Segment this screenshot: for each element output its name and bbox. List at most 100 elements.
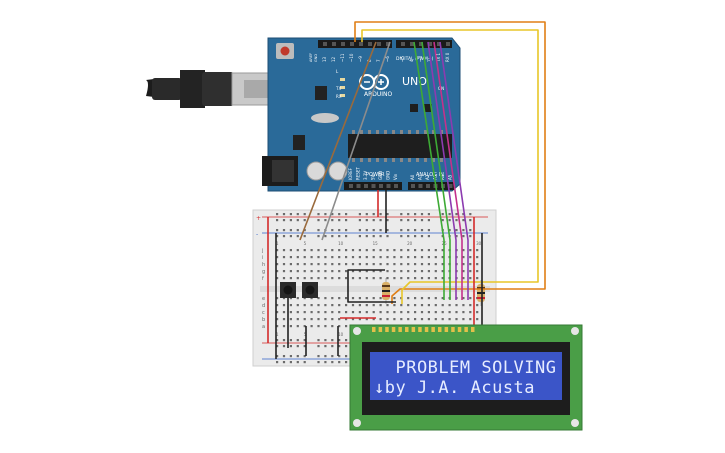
terminal-hole — [427, 270, 430, 273]
rail-hole — [303, 339, 306, 342]
terminal-hole — [407, 311, 410, 314]
terminal-hole — [289, 270, 292, 273]
terminal-hole — [276, 263, 279, 266]
row-letter: b — [262, 317, 265, 323]
lcd-pin — [457, 327, 462, 332]
wire-black-jumper — [347, 269, 396, 303]
digital-pin-hole — [428, 42, 432, 46]
terminal-hole — [476, 318, 479, 321]
digital-pin-hole — [332, 42, 336, 46]
rail-hole — [379, 219, 382, 222]
terminal-hole — [407, 263, 410, 266]
row-letter: e — [262, 296, 265, 302]
terminal-hole — [303, 325, 306, 328]
rail-hole — [372, 229, 375, 232]
terminal-hole — [331, 263, 334, 266]
terminal-hole — [400, 318, 403, 321]
rail-hole — [345, 219, 348, 222]
lcd-pin — [391, 327, 396, 332]
rail-hole — [400, 229, 403, 232]
terminal-hole — [420, 263, 424, 266]
terminal-hole — [441, 263, 444, 266]
rail-hole — [282, 339, 286, 342]
digital-header-left — [318, 40, 392, 48]
column-number: 30 — [476, 241, 482, 246]
terminal-hole — [414, 304, 417, 307]
terminal-hole — [276, 325, 279, 328]
rail-hole — [407, 235, 410, 238]
terminal-hole — [303, 277, 306, 280]
terminal-hole — [462, 297, 465, 300]
terminal-hole — [393, 318, 396, 321]
terminal-hole — [358, 297, 361, 300]
rail-hole — [317, 339, 320, 342]
row-letter: i — [262, 255, 263, 261]
terminal-hole — [296, 325, 299, 328]
terminal-hole — [310, 263, 313, 266]
terminal-hole — [276, 270, 279, 273]
rail-hole — [324, 355, 327, 358]
terminal-hole — [420, 249, 424, 252]
terminal-hole — [386, 304, 389, 307]
rail-hole — [303, 213, 306, 216]
terminal-hole — [317, 249, 320, 252]
arduino-uno-board: ARDUINO UNO DIGITAL (PWM~) POWER ANALOG … — [262, 37, 461, 192]
terminal-hole — [365, 256, 368, 259]
terminal-hole — [441, 277, 444, 280]
rail-hole — [414, 213, 417, 216]
rail-hole — [276, 235, 279, 238]
power-pin-label: 3.3V — [363, 171, 368, 180]
arduino-model-text: UNO — [402, 75, 427, 88]
rail-hole — [317, 355, 320, 358]
rail-hole — [282, 345, 286, 348]
rail-hole — [427, 219, 430, 222]
pushbutton-1[interactable] — [280, 282, 296, 298]
arduino-logo-icon — [359, 74, 389, 90]
lcd-pin — [424, 327, 429, 332]
power-pin-hole — [371, 184, 376, 188]
resistor-1 — [382, 278, 390, 304]
terminal-hole — [303, 297, 306, 300]
terminal-hole — [469, 277, 472, 280]
terminal-hole — [441, 297, 444, 300]
row-letter: a — [262, 324, 265, 330]
rail-hole — [455, 213, 458, 216]
terminal-hole — [310, 256, 313, 259]
terminal-hole — [476, 256, 479, 259]
lcd-module: PROBLEM SOLVING ↓by J.A. Acusta — [349, 324, 583, 431]
rail-hole — [317, 361, 320, 364]
terminal-hole — [462, 277, 465, 280]
digital-pin-label: 13 — [322, 56, 327, 62]
pushbutton-2[interactable] — [302, 282, 318, 298]
terminal-hole — [310, 311, 313, 314]
terminal-hole — [407, 249, 410, 252]
terminal-hole — [407, 318, 410, 321]
terminal-hole — [372, 297, 375, 300]
rail-hole — [358, 229, 361, 232]
terminal-hole — [282, 304, 286, 307]
terminal-hole — [289, 249, 292, 252]
rail-hole — [324, 345, 327, 348]
rail-hole — [345, 355, 348, 358]
rail-hole — [289, 345, 292, 348]
terminal-hole — [303, 256, 306, 259]
lcd-pin — [471, 327, 475, 332]
rail-hole — [296, 213, 299, 216]
aref-label: AREF — [309, 53, 313, 62]
terminal-hole — [324, 311, 327, 314]
rail-hole — [420, 219, 424, 222]
terminal-hole — [441, 311, 444, 314]
rail-hole — [379, 235, 382, 238]
rail-hole — [303, 361, 306, 364]
rail-hole — [400, 235, 403, 238]
terminal-hole — [338, 311, 341, 314]
terminal-hole — [351, 256, 355, 259]
rail-hole — [289, 339, 292, 342]
wire-brown — [299, 41, 377, 241]
terminal-hole — [379, 277, 382, 280]
lcd-pin — [411, 327, 416, 332]
terminal-hole — [400, 311, 403, 314]
rail-hole — [331, 355, 334, 358]
